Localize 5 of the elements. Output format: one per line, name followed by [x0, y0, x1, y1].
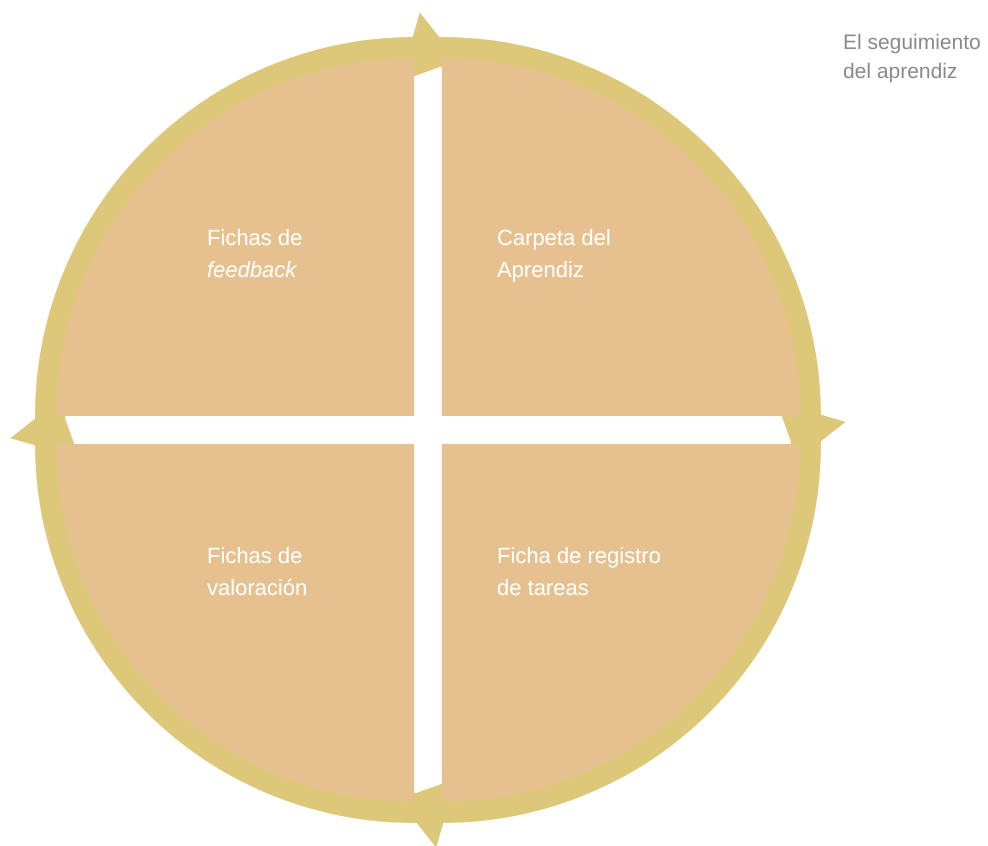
segment-label: Fichas de valoración — [207, 542, 308, 602]
segment-label: Fichas de feedback — [207, 224, 304, 284]
segment-label: Ficha de registro de tareas — [497, 542, 662, 602]
segment-label: Carpeta del Aprendiz — [497, 224, 612, 284]
title: El seguimiento del aprendiz — [843, 30, 982, 85]
